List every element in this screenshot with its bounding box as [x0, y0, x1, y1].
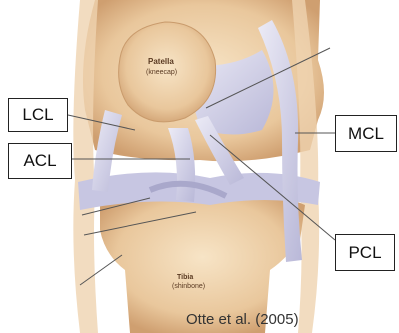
label-lcl-text: LCL: [22, 105, 53, 125]
leg-outline: [73, 0, 98, 333]
tibia-text: Tibia: [177, 274, 193, 281]
tibia-subtext: (shinbone): [172, 283, 205, 290]
patella-text: Patella: [148, 57, 174, 66]
label-pcl: PCL: [335, 234, 395, 271]
label-pcl-text: PCL: [348, 243, 381, 263]
label-lcl: LCL: [8, 98, 68, 132]
label-acl-text: ACL: [23, 151, 56, 171]
citation: Otte et al. (2005): [186, 311, 396, 328]
patella-subtext: (kneecap): [146, 69, 177, 76]
label-acl: ACL: [8, 143, 72, 179]
label-mcl-text: MCL: [348, 124, 384, 144]
label-mcl: MCL: [335, 115, 397, 152]
